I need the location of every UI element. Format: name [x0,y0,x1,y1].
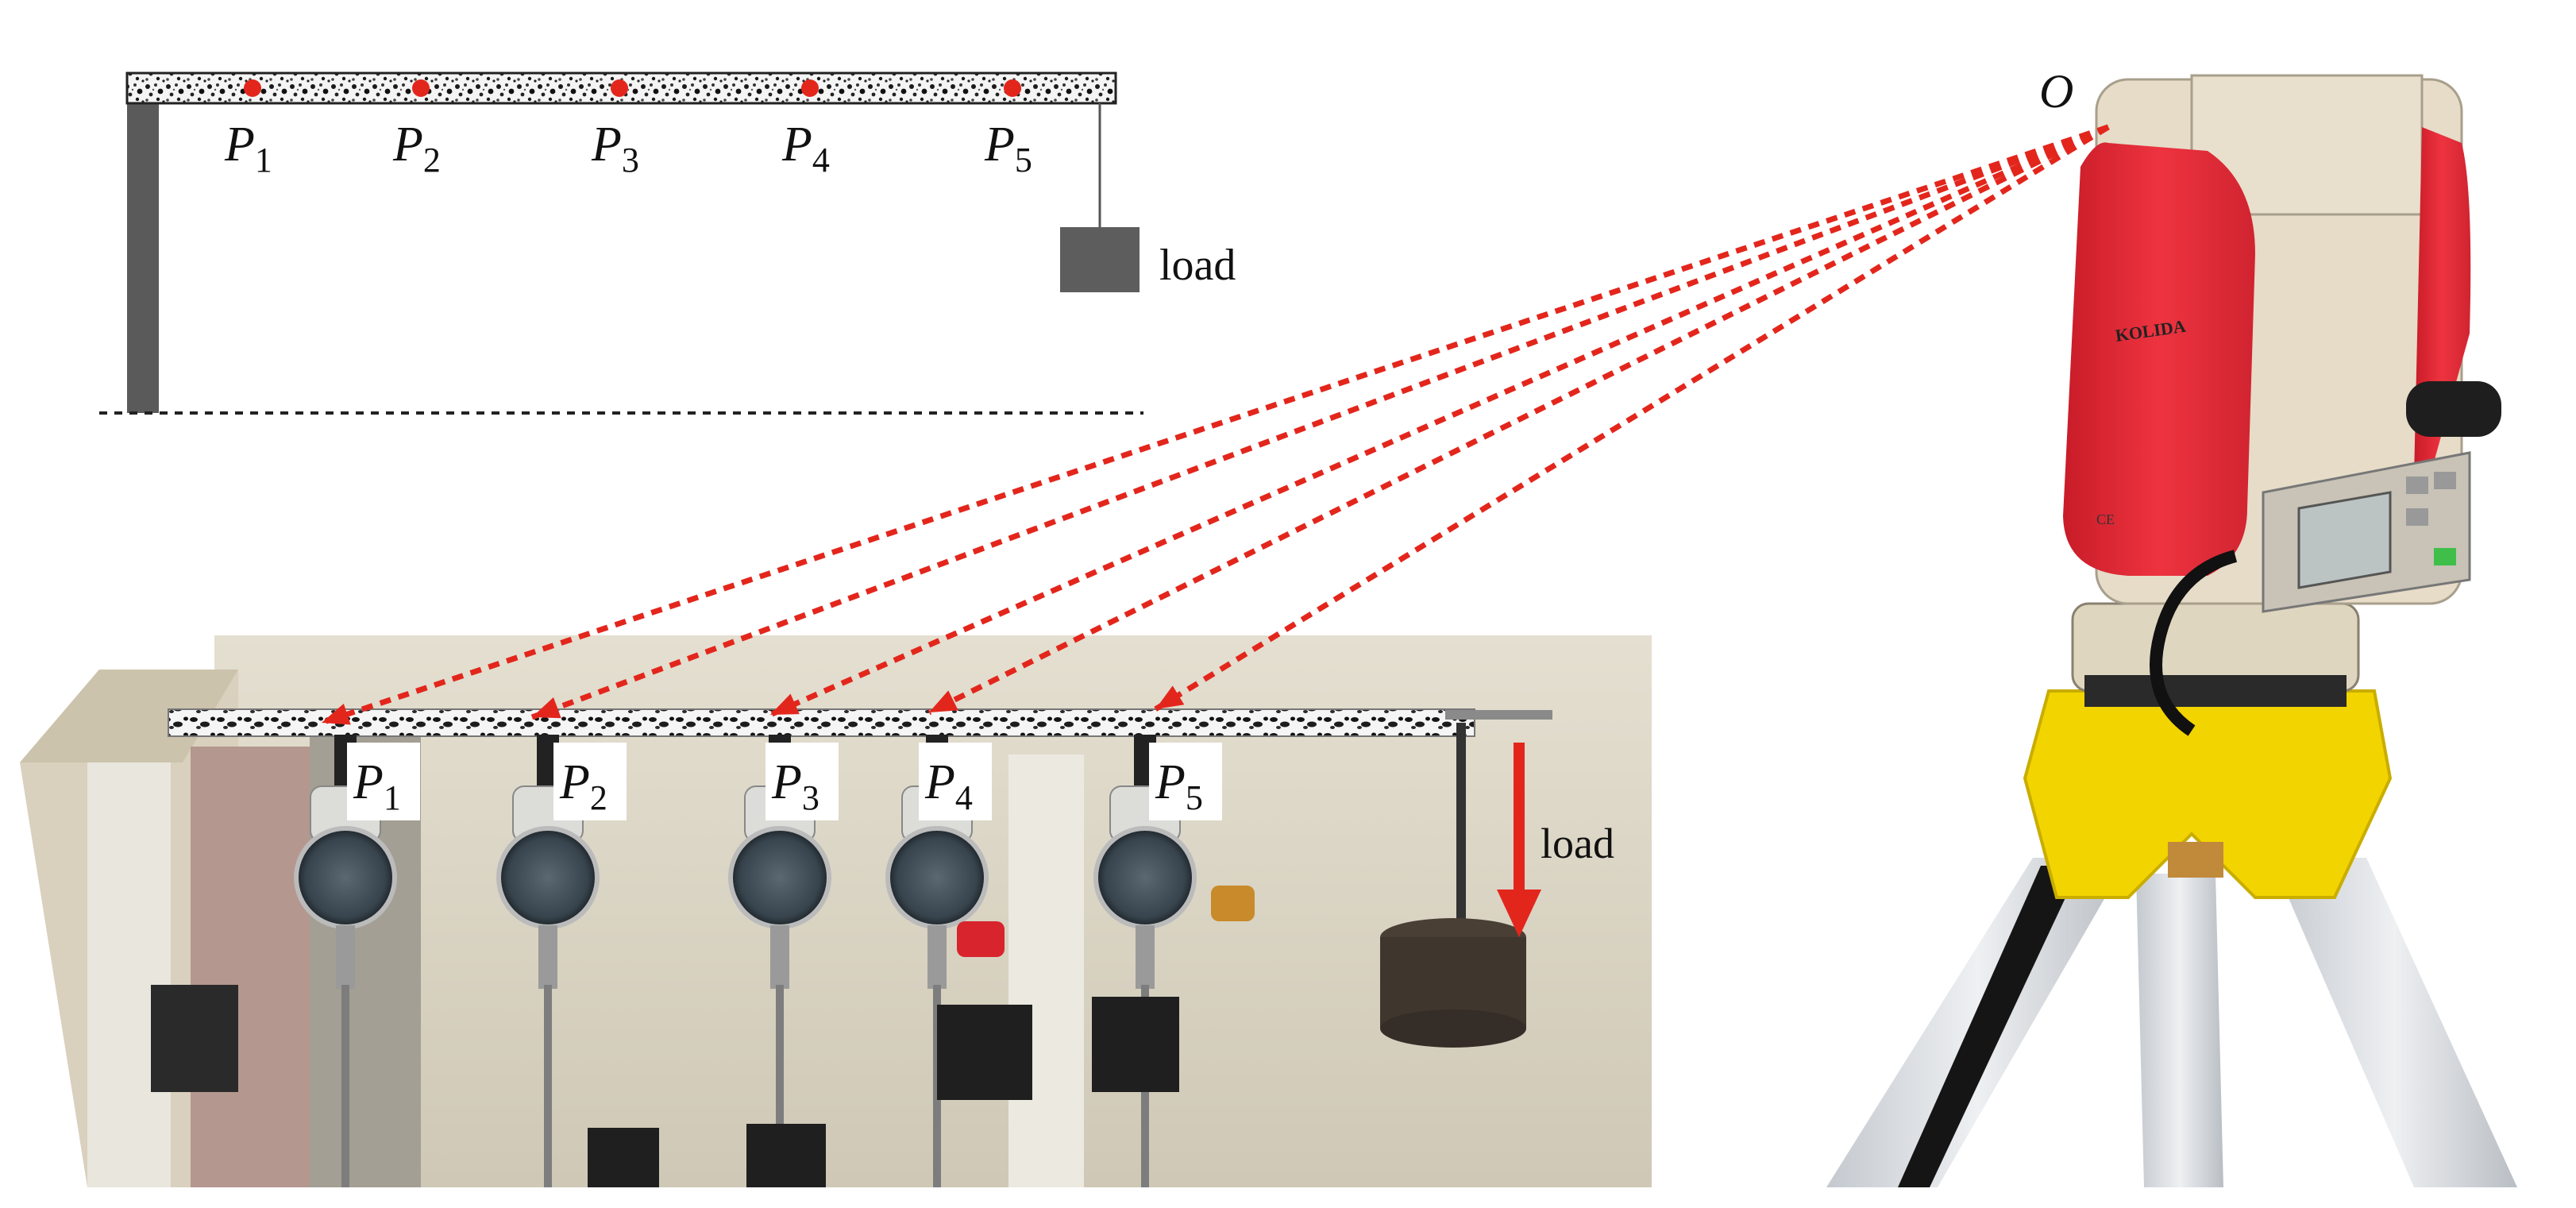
ce-mark: CE [2096,511,2115,527]
sight-arrowhead-p2 [532,697,561,719]
schematic-left-support [127,87,159,413]
schematic: load P1 P2 P3 P4 P5 [99,71,1236,415]
photo-label-box-p4 [919,743,992,820]
panel-key [2406,477,2428,494]
sight-line-p3 [769,124,2110,718]
sight-arrowhead-p4 [929,690,958,712]
sight-arrowhead-p1 [322,703,351,725]
photo-label-p3: P3 [771,755,819,817]
sight-lines [320,124,2110,726]
photo-label-p2: P2 [559,755,607,817]
photo-load-arrowhead [1497,890,1541,937]
magnetic-base [746,1124,826,1187]
sight-line-p5 [1154,125,2110,712]
schematic-label-p1: P1 [224,118,272,179]
schematic-marker-p5 [1004,79,1021,97]
sight-line-p1 [320,124,2110,726]
dial-gauge [496,735,600,1187]
center-post [1008,755,1084,1187]
sight-arrowhead-p3 [770,693,800,715]
sight-line-p2 [530,124,2110,720]
total-station: KOLIDA CE O [1826,65,2517,1187]
schematic-points: P1 P2 P3 P4 P5 [224,79,1032,179]
photo-label-p4: P4 [924,755,973,817]
tripod-head-gold [2168,842,2223,878]
photo-label-box-p2 [553,743,627,820]
photo-label-box-p1 [347,743,420,820]
weight-disc-bottom [1380,1009,1526,1048]
schematic-label-p4: P4 [781,118,830,179]
tribrach-dark [2084,675,2347,707]
schematic-marker-p2 [412,79,430,97]
panel-key [2406,508,2428,526]
brass-clamp [1211,886,1255,921]
photo-load-label: load [1541,820,1614,867]
photo-label-box-p3 [765,743,839,820]
dial-gauges [294,735,1255,1187]
schematic-label-p2: P2 [392,118,441,179]
left-post [87,762,171,1187]
magnetic-base [588,1128,659,1187]
schematic-marker-p3 [611,79,628,97]
sight-line-p4 [927,124,2110,716]
red-clamp [957,921,1005,957]
magnetic-base [937,1005,1032,1100]
schematic-label-p3: P3 [591,118,639,179]
schematic-load-label: load [1159,241,1236,290]
lab-photo: load P1 P2 P3 P4 P5 [20,635,1652,1187]
left-frame-top [20,670,238,762]
beam-rod-end [1445,710,1552,720]
panel-key [2434,472,2456,489]
granite-strip [191,747,310,1187]
base-block-left [151,985,238,1092]
photo-label-p5: P5 [1155,755,1203,817]
photo-beam [168,708,1475,737]
magnetic-base [1092,997,1179,1092]
photo-label-box-p5 [1149,743,1222,820]
schematic-marker-p4 [801,79,819,97]
tripod-leg-middle [2136,874,2223,1187]
photo-point-labels: P1 P2 P3 P4 P5 [347,743,1222,820]
panel-key-green [2434,548,2456,565]
photo-label-p1: P1 [353,755,401,817]
lcd-screen [2297,491,2392,589]
tripod-strap [1898,866,2080,1187]
load-box [1060,227,1140,292]
tripod-leg-right [2271,858,2517,1187]
origin-label: O [2039,65,2073,118]
schematic-label-p5: P5 [984,118,1032,179]
instrument-cable [2150,550,2238,736]
schematic-marker-p1 [244,79,261,97]
instrument-red-cover [2063,142,2255,576]
sight-arrowhead-p5 [1155,685,1185,709]
instrument-knob [2406,381,2501,437]
schematic-beam [125,71,1117,105]
